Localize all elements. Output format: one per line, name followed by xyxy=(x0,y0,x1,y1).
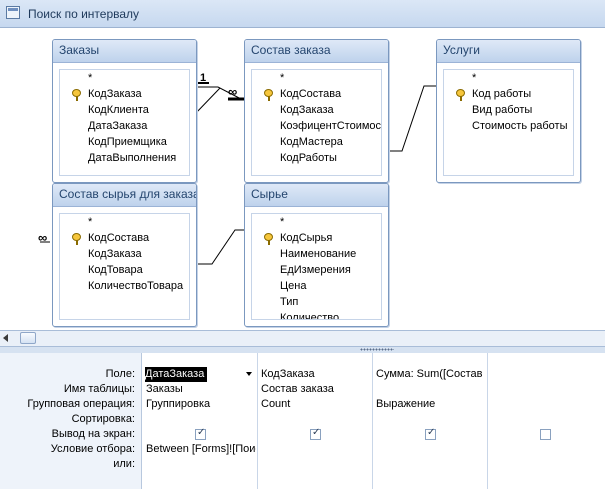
grid-criteria-cell[interactable] xyxy=(261,442,369,457)
table-title[interactable]: Услуги xyxy=(437,40,580,63)
field-item[interactable]: * xyxy=(280,216,285,228)
grid-field-cell[interactable]: ДатаЗаказа xyxy=(145,367,207,382)
grid-or-cell[interactable] xyxy=(146,457,254,472)
table-sostav-zakaza[interactable]: Состав заказа * КодСостава КодЗаказа Коэ… xyxy=(244,39,389,183)
row-label-or: или: xyxy=(113,458,135,470)
query-icon xyxy=(6,6,20,19)
field-item[interactable]: КодКлиента xyxy=(88,104,149,116)
row-label-field: Поле: xyxy=(105,368,135,380)
row-label-table: Имя таблицы: xyxy=(63,383,135,395)
query-design-canvas: 1 ∞ ∞ Заказы * КодЗаказа КодКлиента Дата… xyxy=(0,28,605,330)
grid-sort-cell[interactable] xyxy=(261,412,369,427)
grid-table-cell[interactable] xyxy=(376,382,484,397)
column-divider[interactable] xyxy=(487,353,488,489)
grid-field-cell[interactable] xyxy=(491,367,601,382)
field-item[interactable]: КодЗаказа xyxy=(88,248,142,260)
show-checkbox[interactable] xyxy=(195,427,206,440)
field-item[interactable]: * xyxy=(280,72,285,84)
field-item[interactable]: ЕдИзмерения xyxy=(280,264,351,276)
show-checkbox[interactable] xyxy=(540,429,551,440)
field-list: * КодСостава КодЗаказа КодТовара Количес… xyxy=(59,213,190,320)
table-title[interactable]: Состав сырья для заказа xyxy=(53,184,196,207)
row-label-criteria: Условие отбора: xyxy=(50,443,135,455)
field-list: * КодСостава КодЗаказа КоэфицентСтоимост… xyxy=(251,69,382,176)
field-item[interactable]: КодПриемщика xyxy=(88,136,167,148)
show-checkbox[interactable] xyxy=(425,427,436,440)
field-item[interactable]: * xyxy=(88,72,93,84)
grid-group-cell[interactable]: Группировка xyxy=(146,398,211,410)
field-item[interactable]: Наименование xyxy=(280,248,357,260)
field-item[interactable]: КодСостава xyxy=(88,232,150,244)
field-item[interactable]: КоэфицентСтоимости xyxy=(280,120,382,132)
field-item[interactable]: * xyxy=(472,72,477,84)
row-label-group: Групповая операция: xyxy=(27,398,135,410)
splitter-grip-icon[interactable] xyxy=(360,348,394,351)
field-item[interactable]: КодТовара xyxy=(88,264,143,276)
grid-field-cell[interactable]: КодЗаказа xyxy=(261,368,315,380)
horizontal-scrollbar[interactable] xyxy=(0,330,605,346)
column-divider[interactable] xyxy=(372,353,373,489)
relation-many-label: ∞ xyxy=(228,84,238,99)
field-item[interactable]: ДатаЗаказа xyxy=(88,120,148,132)
table-title[interactable]: Состав заказа xyxy=(245,40,388,63)
window-title: Поиск по интервалу xyxy=(28,7,140,21)
grid-table-cell[interactable]: Состав заказа xyxy=(261,383,334,395)
grid-or-cell[interactable] xyxy=(261,457,369,472)
field-item[interactable]: КодМастера xyxy=(280,136,343,148)
grid-group-cell[interactable]: Выражение xyxy=(376,398,436,410)
field-item[interactable]: Тип xyxy=(280,296,299,308)
field-list: * КодСырья Наименование ЕдИзмерения Цена… xyxy=(251,213,382,320)
field-item[interactable]: КоличествоТовара xyxy=(88,280,184,292)
relationship-lines xyxy=(40,82,436,265)
grid-criteria-cell[interactable]: Between [Forms]![Поиск по интервалу] xyxy=(146,443,256,455)
primary-key-icon xyxy=(72,233,81,245)
window-titlebar: Поиск по интервалу xyxy=(0,0,605,28)
row-label-show: Вывод на экран: xyxy=(51,428,135,440)
table-uslugi[interactable]: Услуги * Код работы Вид работы Стоимость… xyxy=(436,39,581,183)
table-syrye[interactable]: Сырье * КодСырья Наименование ЕдИзмерени… xyxy=(244,183,389,327)
primary-key-icon xyxy=(264,233,273,245)
field-list: * Код работы Вид работы Стоимость работы xyxy=(443,69,574,176)
field-item[interactable]: * xyxy=(88,216,93,228)
scroll-left-arrow-icon[interactable] xyxy=(3,334,8,342)
grid-sort-cell[interactable] xyxy=(146,412,254,427)
field-item[interactable]: КодЗаказа xyxy=(280,104,334,116)
dropdown-arrow-icon[interactable] xyxy=(246,372,252,376)
column-divider[interactable] xyxy=(257,353,258,489)
table-title[interactable]: Сырье xyxy=(245,184,388,207)
row-label-sort: Сортировка: xyxy=(71,413,135,425)
row-labels: Поле: Имя таблицы: Групповая операция: С… xyxy=(0,353,142,489)
field-item[interactable]: КодРаботы xyxy=(280,152,337,164)
grid-group-cell[interactable]: Count xyxy=(261,398,291,410)
grid-field-cell[interactable]: Сумма: Sum([Состав заказа] xyxy=(376,368,485,380)
field-item[interactable]: Количество xyxy=(280,312,340,320)
primary-key-icon xyxy=(72,89,81,101)
table-title[interactable]: Заказы xyxy=(53,40,196,63)
field-item[interactable]: ДатаВыполнения xyxy=(88,152,177,164)
primary-key-icon xyxy=(264,89,273,101)
relation-many-label-2: ∞ xyxy=(38,230,48,245)
grid-sort-cell[interactable] xyxy=(376,412,484,427)
grid-criteria-cell[interactable] xyxy=(376,442,484,457)
field-list: * КодЗаказа КодКлиента ДатаЗаказа КодПри… xyxy=(59,69,190,176)
field-item[interactable]: КодСырья xyxy=(280,232,333,244)
query-design-grid: Поле: Имя таблицы: Групповая операция: С… xyxy=(0,353,605,489)
field-item[interactable]: Код работы xyxy=(472,88,532,100)
field-item[interactable]: Вид работы xyxy=(472,104,533,116)
primary-key-icon xyxy=(456,89,465,101)
field-item[interactable]: КодЗаказа xyxy=(88,88,142,100)
field-item[interactable]: КодСостава xyxy=(280,88,342,100)
table-zakazy[interactable]: Заказы * КодЗаказа КодКлиента ДатаЗаказа… xyxy=(52,39,197,183)
relation-one-label: 1 xyxy=(200,72,207,84)
grid-or-cell[interactable] xyxy=(376,457,484,472)
table-sostav-syrya[interactable]: Состав сырья для заказа * КодСостава Код… xyxy=(52,183,197,327)
scroll-thumb[interactable] xyxy=(20,332,36,344)
show-checkbox[interactable] xyxy=(310,427,321,440)
field-item[interactable]: Стоимость работы xyxy=(472,120,568,132)
field-item[interactable]: Цена xyxy=(280,280,307,292)
grid-table-cell[interactable]: Заказы xyxy=(146,383,183,395)
